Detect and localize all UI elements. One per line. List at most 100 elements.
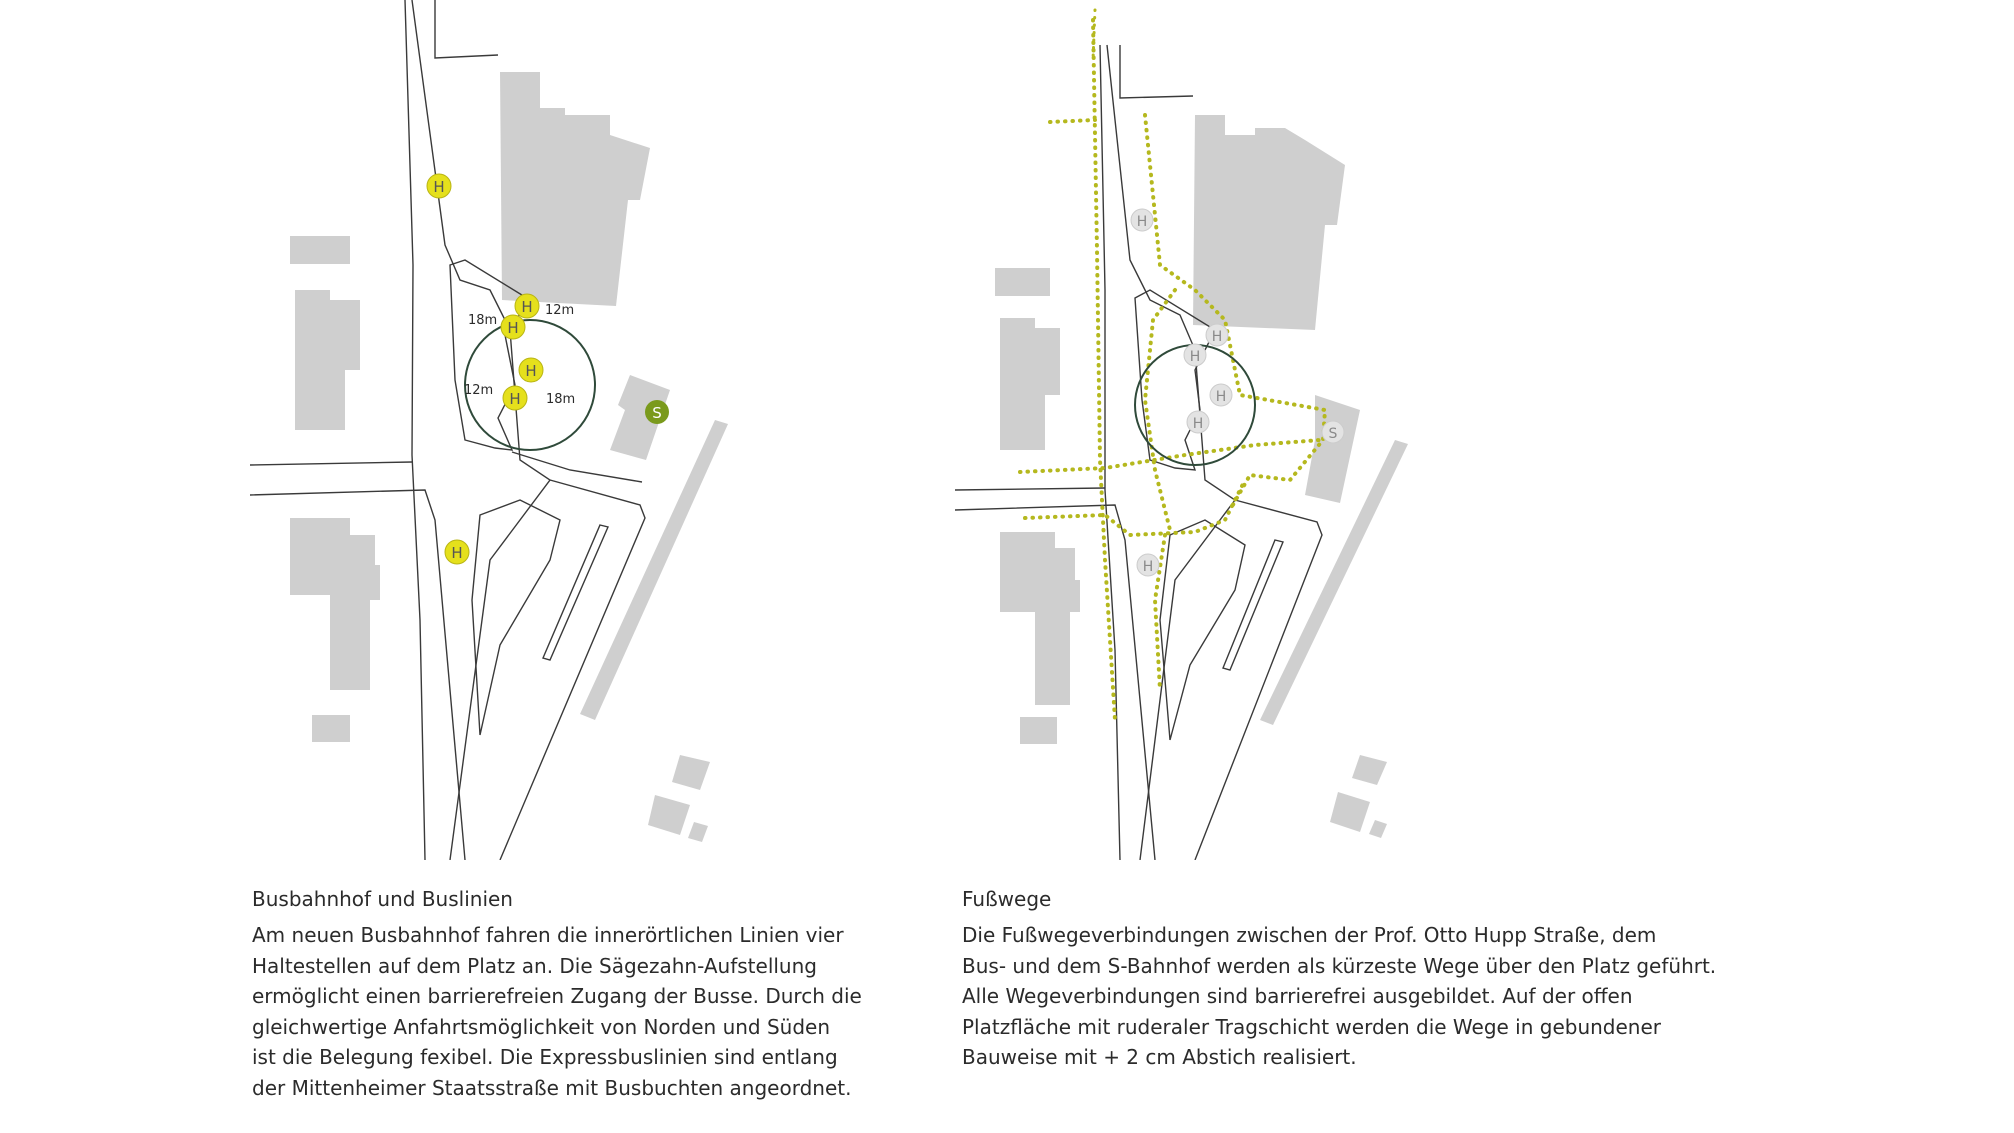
road-north-branch <box>1119 45 1194 99</box>
building-small-southeast-3 <box>1369 820 1387 838</box>
road-west-upper <box>955 487 1106 491</box>
caption-line: Bauweise mit + 2 cm Abstich realisiert. <box>962 1045 1357 1069</box>
bus-stop-label: H <box>1143 559 1154 575</box>
footpath-site-plan: H H H H H H S <box>955 8 1408 860</box>
bus-stop-icon: H <box>1183 343 1207 367</box>
bus-stop-markers: H H H H H H <box>1130 208 1233 577</box>
buildings <box>290 72 728 842</box>
bus-station-caption-title: Busbahnhof und Buslinien <box>252 887 513 911</box>
dimension-label: 12m <box>545 303 574 318</box>
caption-line: ermöglicht einen barrierefreien Zugang d… <box>252 984 862 1008</box>
bus-stop-markers: H H H H H H <box>426 173 544 565</box>
caption-line: gleichwertige Anfahrtsmöglichkeit von No… <box>252 1014 831 1039</box>
building-large-northeast <box>1193 115 1345 330</box>
road-diagonal-east <box>499 479 646 860</box>
bus-island-south <box>471 499 561 736</box>
building-platform-strip <box>1260 440 1408 725</box>
building-small-southeast-1 <box>672 755 710 790</box>
caption-line: der Mittenheimer Staatsstraße mit Busbuc… <box>252 1075 852 1100</box>
footpath-east-west-lower <box>1023 478 1247 538</box>
footpath-caption-text: Die Fußwegeverbindungen zwischen der Pro… <box>962 920 1782 1073</box>
bus-stop-label: H <box>1137 214 1148 230</box>
building-southwest <box>290 518 380 690</box>
building-sbahn-station <box>1305 395 1360 503</box>
footpath-north-faint <box>1091 8 1097 62</box>
caption-line: Platzfläche mit ruderaler Tragschicht we… <box>962 1014 1662 1039</box>
caption-line: ist die Belegung fexibel. Die Expressbus… <box>252 1045 838 1069</box>
footpath-main-north-south <box>1091 18 1117 722</box>
footpath-caption-title: Fußwege <box>962 887 1052 911</box>
footpath-east-west-upper <box>1018 438 1322 474</box>
bus-stop-label: H <box>521 298 532 316</box>
bus-stop-label: H <box>433 178 444 196</box>
bus-stop-icon: H <box>444 539 470 565</box>
caption-line: Alle Wegeverbindungen sind barrierefrei … <box>962 984 1633 1008</box>
footpath-south-link <box>1152 533 1167 692</box>
bus-station-caption-text: Am neuen Busbahnhof fahren die innerörtl… <box>252 920 912 1103</box>
bus-stop-label: H <box>1190 349 1201 365</box>
road-west-lower <box>955 504 1156 860</box>
sbahn-label: S <box>652 404 662 422</box>
bus-stop-icon: H <box>518 357 544 383</box>
building-west-2 <box>1000 318 1060 450</box>
road-sbahn-edge <box>1222 539 1284 671</box>
footpath-caption: Fußwege Die Fußwegeverbindungen zwischen… <box>962 886 1782 1073</box>
dimension-labels: 18m 12m 12m 18m <box>464 303 575 407</box>
footpath-inner-east <box>1143 113 1328 512</box>
bus-stop-label: H <box>525 362 536 380</box>
caption-line: Die Fußwegeverbindungen zwischen der Pro… <box>962 923 1657 947</box>
building-small-west-1 <box>995 268 1050 296</box>
road-east-strip <box>511 451 643 483</box>
bus-stop-label: H <box>1193 416 1204 432</box>
bus-stop-icon: H <box>500 314 526 340</box>
building-small-south <box>312 715 350 742</box>
building-small-southeast-2 <box>1330 792 1370 832</box>
bus-station-caption: Busbahnhof und Buslinien Am neuen Busbah… <box>252 886 912 1103</box>
footpaths <box>1018 8 1328 722</box>
dimension-label: 18m <box>546 392 575 407</box>
building-southwest <box>1000 532 1080 705</box>
building-sbahn-station <box>610 375 670 460</box>
road-main-west-edge <box>1099 44 1121 860</box>
building-small-southeast-1 <box>1352 755 1387 785</box>
bus-stop-label: H <box>509 390 520 408</box>
building-large-northeast <box>500 72 650 306</box>
bus-station-circle <box>464 319 596 451</box>
road-diagonal-east <box>1194 499 1323 860</box>
caption-line: Bus- und dem S-Bahnhof werden als kürzes… <box>962 953 1717 978</box>
bus-stop-label: H <box>1216 389 1227 405</box>
caption-line: Haltestellen auf dem Platz an. Die Sägez… <box>252 953 817 978</box>
sbahn-label: S <box>1329 426 1338 442</box>
building-small-west-1 <box>290 236 350 264</box>
sbahn-marker: S <box>1321 420 1345 444</box>
bus-stop-icon: H <box>514 293 540 319</box>
building-small-southeast-3 <box>688 822 708 842</box>
bus-island-north <box>449 259 532 451</box>
caption-line: Am neuen Busbahnhof fahren die innerörtl… <box>252 923 844 947</box>
building-platform-strip <box>580 420 728 720</box>
bus-stop-icon: H <box>426 173 452 199</box>
bus-stop-label: H <box>451 544 462 562</box>
road-west-lower <box>250 489 466 860</box>
road-lines <box>250 0 646 860</box>
bus-stop-icon: H <box>1136 553 1160 577</box>
bus-stop-icon: H <box>1130 208 1154 232</box>
road-main-west-edge <box>404 0 426 860</box>
footpath-north-west <box>1048 118 1097 124</box>
bus-stop-icon: H <box>1205 323 1229 347</box>
road-sbahn-edge <box>542 524 609 661</box>
bus-stop-icon: H <box>502 385 528 411</box>
buildings <box>995 115 1408 838</box>
bus-island-south <box>1159 519 1246 741</box>
dimension-label: 12m <box>464 383 493 398</box>
building-west-2 <box>295 290 360 430</box>
bus-stop-icon: H <box>1209 383 1233 407</box>
bus-station-site-plan: H H H H H H S 18m 12m 12m 18m <box>250 0 728 860</box>
bus-stop-label: H <box>1212 329 1223 345</box>
building-small-south <box>1020 717 1057 744</box>
dimension-label: 18m <box>468 313 497 328</box>
sbahn-marker: S <box>645 400 669 424</box>
bus-stop-icon: H <box>1186 410 1210 434</box>
road-west-upper <box>250 461 413 466</box>
building-small-southeast-2 <box>648 795 690 835</box>
